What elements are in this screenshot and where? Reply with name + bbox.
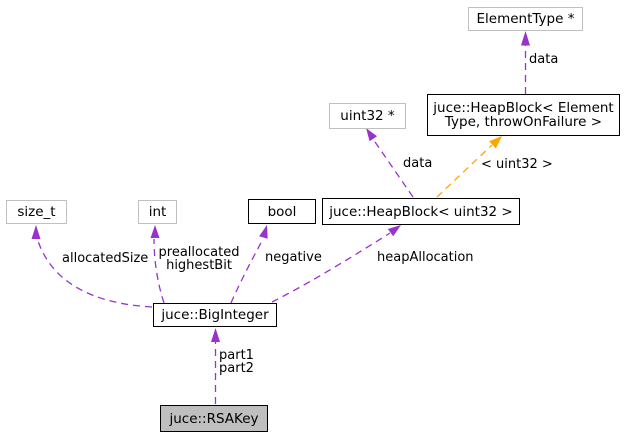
edge-biginteger-to-size-t [37,240,153,308]
edge-label-data-uint32: data [403,156,433,171]
edge-label-template-uint32: < uint32 > [481,157,553,172]
edge-label-negative: negative [265,250,322,265]
node-biginteger[interactable]: juce::BigInteger [153,303,277,327]
node-rsakey: juce::RSAKey [160,405,268,432]
node-bool[interactable]: bool [248,199,316,224]
edge-biginteger-to-heapblock-uint32 [271,232,391,303]
edge-biginteger-to-bool [230,238,264,304]
node-uint32-ptr: uint32 * [329,103,406,129]
node-heapblock-uint32[interactable]: juce::HeapBlock< uint32 > [322,198,520,225]
arrowhead-bool [259,225,268,239]
arrowhead-heapblock-elementtype [489,136,502,149]
node-int: int [138,200,177,224]
edge-biginteger-to-int [153,238,165,304]
arrowhead-uint32-ptr [366,128,377,142]
edge-label-part1-part2: part1 part2 [219,348,254,376]
arrowhead-biginteger [211,328,220,342]
arrowhead-int [150,225,160,238]
node-size-t: size_t [6,200,67,224]
edge-label-allocatedsize: allocatedSize [62,251,149,266]
node-elementtype-ptr: ElementType * [468,7,583,31]
arrowhead-heapblock-uint32 [387,225,401,237]
edge-label-preallocated-highestbit: preallocated highestBit [158,245,240,273]
edge-label-heapallocation: heapAllocation [377,250,474,265]
edge-heapblock-uint32-to-heapblock-elementtype [436,144,493,198]
arrowhead-elementtype-ptr [521,31,530,46]
arrowhead-size-t [31,225,41,239]
edge-label-data-elementtype: data [529,52,559,67]
node-heapblock-elementtype[interactable]: juce::HeapBlock< Element Type, throwOnFa… [427,94,620,136]
